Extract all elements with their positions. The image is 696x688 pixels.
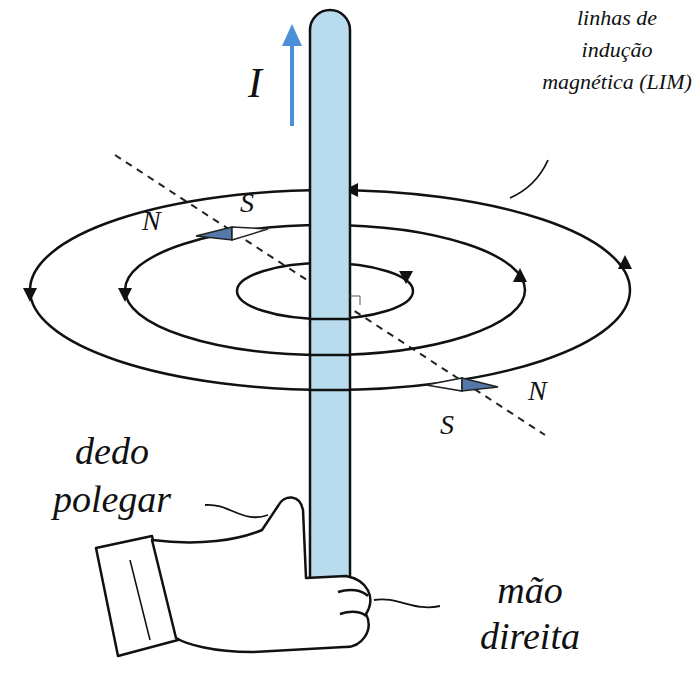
field-lines-label: linhas de indução magnética (LIM) (542, 2, 692, 98)
needle-south-half (426, 378, 462, 391)
current-arrowhead (282, 24, 302, 46)
compass-needle (196, 227, 268, 240)
field-arrowhead (118, 288, 132, 302)
wire (310, 10, 350, 580)
field-arrowhead (399, 271, 413, 284)
field-line-front (310, 389, 350, 392)
needle-north-half (196, 227, 232, 240)
cuff-fold (130, 560, 150, 640)
field-line-front (310, 318, 350, 321)
hand-label: mão direita (445, 568, 615, 659)
field-arrowhead (23, 288, 37, 302)
current-arrow (290, 42, 294, 126)
right-hand (96, 497, 370, 656)
needle-north-half (462, 378, 498, 391)
right-angle-mark (350, 296, 360, 305)
field-arrowhead (618, 255, 632, 269)
finger-line (340, 612, 366, 616)
compass-needle (426, 378, 498, 391)
leader-line (510, 160, 548, 198)
fist (152, 497, 370, 652)
pole-label: N (528, 376, 547, 407)
leader-line (374, 599, 440, 607)
pole-label: S (440, 410, 454, 441)
pole-label: N (142, 206, 161, 237)
field-line-front (310, 319, 350, 390)
finger-line (338, 590, 368, 596)
hand-label: dedo polegar (22, 428, 202, 523)
leader-lines (205, 160, 548, 607)
field-arrowhead (513, 268, 527, 282)
pole-label: S (240, 188, 254, 219)
field-line-front (310, 354, 350, 357)
needle-south-half (232, 227, 268, 240)
current-label: I (248, 60, 262, 106)
leader-line (205, 505, 268, 517)
